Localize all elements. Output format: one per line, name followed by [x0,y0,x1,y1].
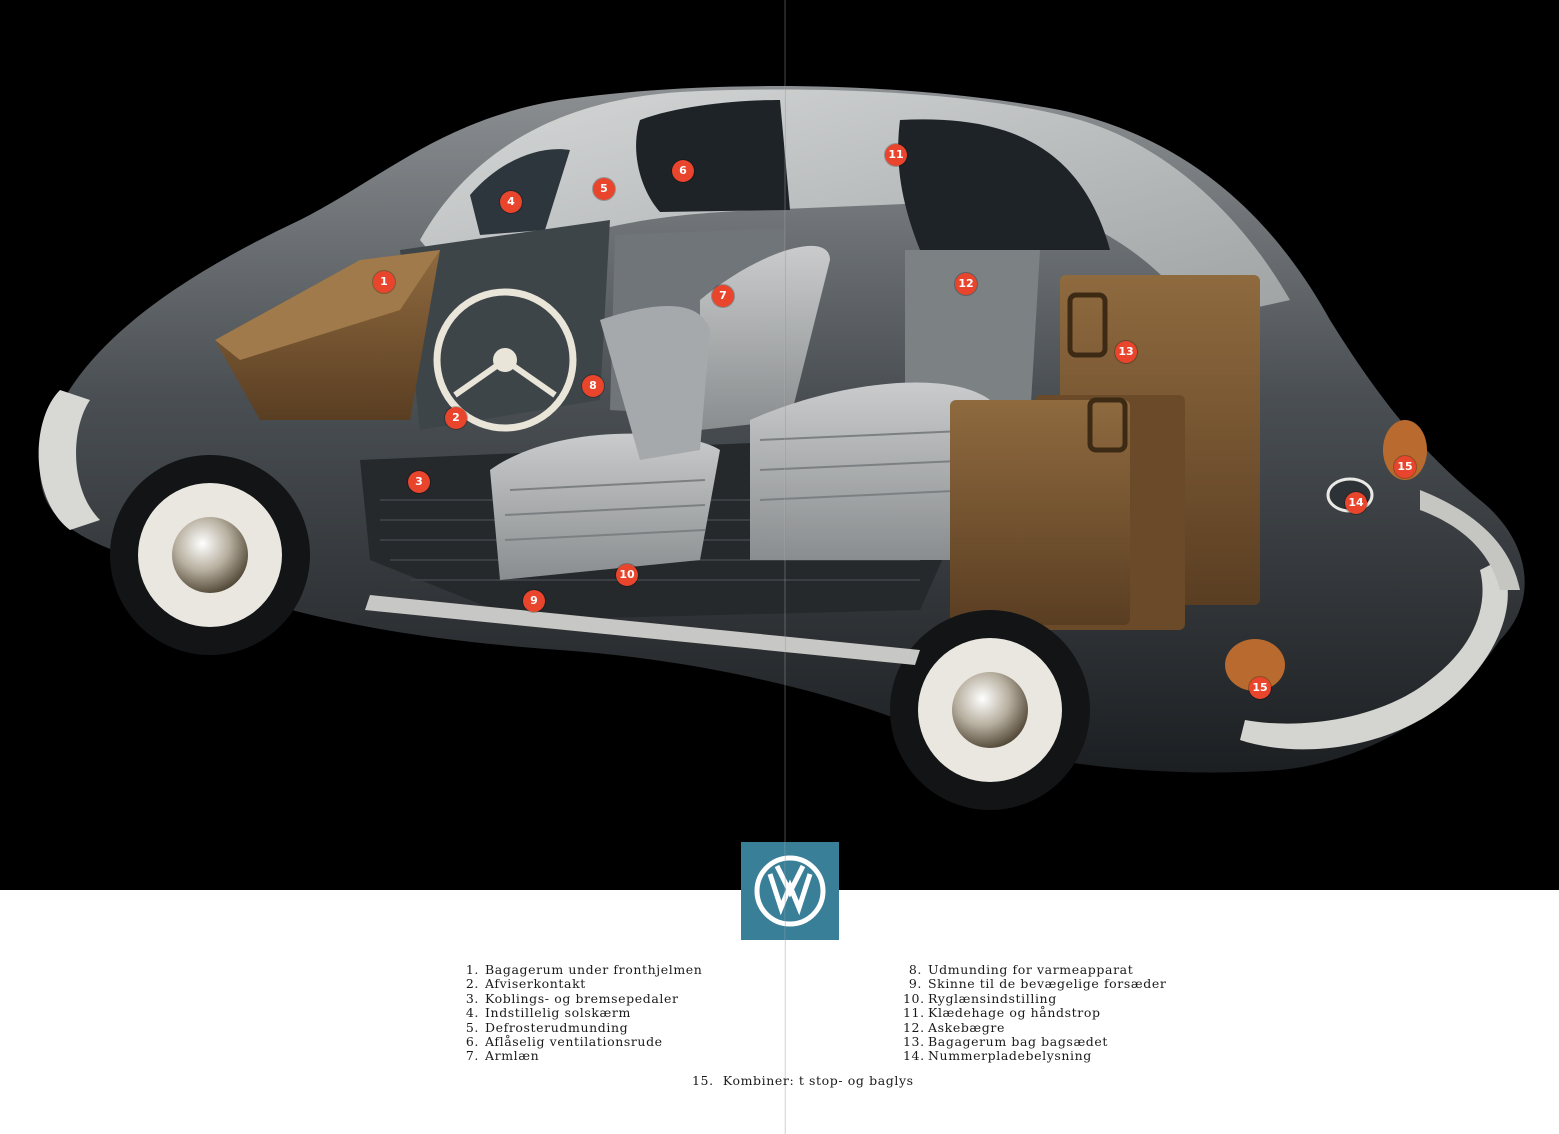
marker-14: 14 [1345,492,1367,514]
marker-3: 3 [408,471,430,493]
legend-item: 1.Bagagerum under fronthjelmen [465,962,703,977]
marker-7: 7 [712,285,734,307]
marker-10: 10 [616,564,638,586]
car-drawing [38,86,1525,810]
legend-item: 13.Bagagerum bag bagsædet [903,1034,1109,1050]
marker-1: 1 [373,271,395,293]
legend-item-15: 15. Kombiner: t stop- og baglys [692,1073,914,1088]
marker-13: 13 [1115,341,1137,363]
vw-logo [741,842,839,940]
marker-9: 9 [523,590,545,612]
marker-4: 4 [500,191,522,213]
marker-15a: 15 [1394,456,1416,478]
legend-left-column: 1.Bagagerum under fronthjelmen 2.Afviser… [460,962,760,1064]
legend-item: 9.Skinne til de bevægelige forsæder [908,976,1167,992]
legend-item: 3.Koblings- og bremsepedaler [465,990,679,1006]
car-cutaway-illustration: 1 2 3 4 5 6 7 8 9 10 11 12 13 14 15 15 [0,0,1559,890]
marker-2: 2 [445,407,467,429]
marker-12: 12 [955,273,977,295]
marker-11: 11 [885,144,907,166]
legend-item: 2.Afviserkontakt [465,976,586,992]
legend-item: 5.Defrosterudmunding [465,1019,629,1035]
legend-item: 6.Aflåselig ventilationsrude [465,1034,663,1050]
marker-5: 5 [593,178,615,200]
marker-6: 6 [672,160,694,182]
legend-item: 11.Klædehage og håndstrop [903,1005,1101,1021]
page-fold [784,0,786,1134]
legend-item: 7.Armlæn [465,1048,540,1064]
legend-item: 4.Indstillelig solskærm [465,1005,631,1021]
legend-right-column: 8.Udmunding for varmeapparat 9.Skinne ti… [903,962,1223,1064]
legend-item: 8.Udmunding for varmeapparat [908,962,1134,977]
marker-8: 8 [582,375,604,397]
legend-item: 12.Askebægre [903,1019,1005,1035]
legend-item: 10.Ryglænsindstilling [903,990,1057,1006]
legend-item: 14.Nummerpladebelysning [903,1048,1092,1064]
vw-logo-icon [754,855,826,927]
marker-15b: 15 [1249,677,1271,699]
